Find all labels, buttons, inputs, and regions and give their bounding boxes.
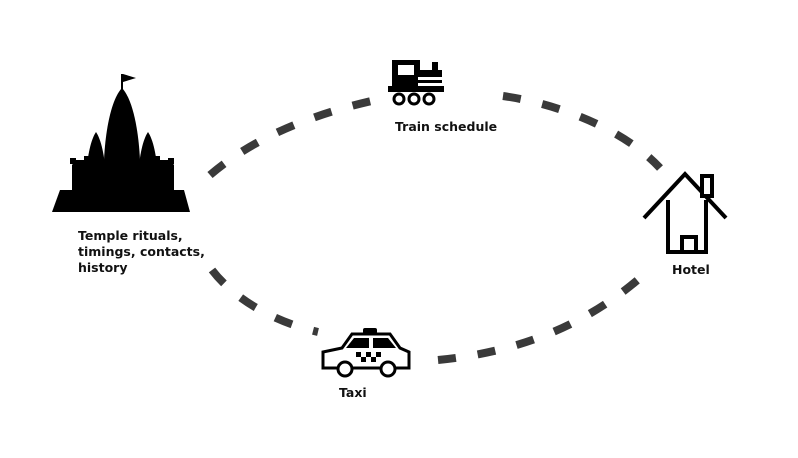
train-icon [388,60,444,106]
connector-temple-taxi [208,267,319,336]
temple-label-line-3: history [78,260,128,275]
temple-label: Temple rituals, timings, contacts, histo… [78,228,205,276]
connector-temple-train [207,93,391,179]
temple-label-line-2: timings, contacts, [78,244,205,259]
hotel-label: Hotel [672,262,710,277]
train-label: Train schedule [395,119,498,134]
temple-label-line-1: Temple rituals, [78,228,183,243]
house-icon [642,171,728,254]
taxi-label: Taxi [339,385,367,400]
taxi-icon [321,328,411,378]
connector-train-hotel [502,92,663,171]
temple-icon [52,74,190,212]
connector-taxi-hotel [437,274,643,364]
